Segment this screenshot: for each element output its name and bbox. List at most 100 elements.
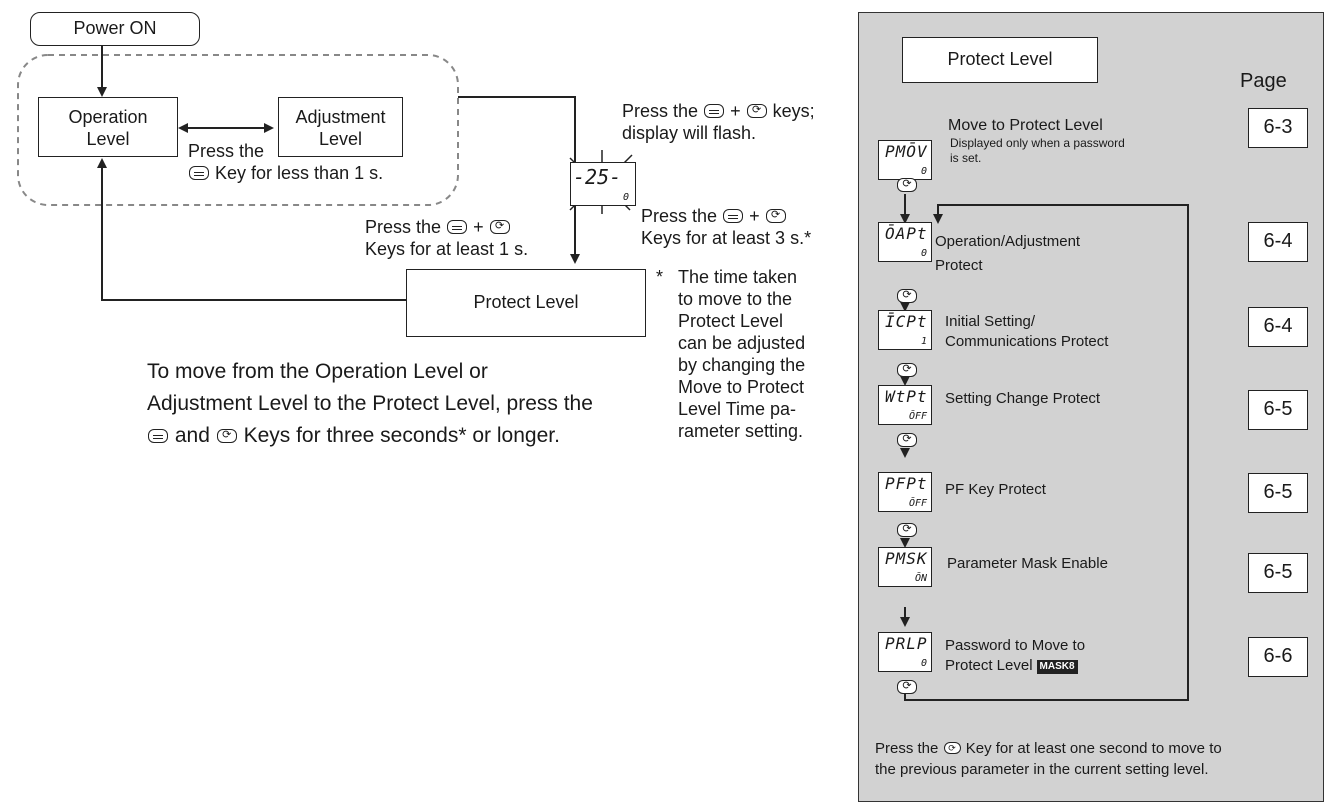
flash-instruction-2: display will flash. xyxy=(622,123,757,143)
press-less-text-2: Key for less than 1 s. xyxy=(188,162,383,184)
cycle-key-icon: ⟳ xyxy=(489,220,510,234)
press-less-line2: Key for less than 1 s. xyxy=(215,163,384,183)
instruction-line-3: and ⟳ Keys for three seconds* or longer. xyxy=(147,420,593,452)
lcd-value: 0 xyxy=(920,166,927,177)
param-label-2: Protect xyxy=(935,257,983,274)
instruction-paragraph: To move from the Operation Level or Adju… xyxy=(147,356,593,452)
flash-text-1: Press the xyxy=(622,101,699,121)
footnote-line: Level Time pa- xyxy=(678,399,797,419)
param-label-2: Communications Protect xyxy=(945,333,1109,350)
lcd-value: ŌFF xyxy=(908,411,927,422)
footnote-line: rameter setting. xyxy=(678,421,804,441)
cycle-key-icon: ⟳ xyxy=(897,289,917,303)
param-sublabel: Displayed only when a password xyxy=(950,136,1125,150)
footnote-line: Protect Level xyxy=(678,311,784,331)
lcd-value: 0 xyxy=(920,248,927,259)
lcd-pmsk: PMSK ŌN xyxy=(878,547,932,587)
adjustment-level-label-1: Adjustment xyxy=(295,107,386,127)
page-ref: 6-5 xyxy=(1248,390,1308,430)
param-label: Setting Change Protect xyxy=(945,390,1101,407)
cycle-key-icon: ⟳ xyxy=(216,429,237,443)
press-1s-text: Press the + ⟳ xyxy=(365,216,511,238)
instruction-tail: Keys for three seconds* or longer. xyxy=(243,424,560,447)
lcd-icpt: ĪCPt 1 xyxy=(878,310,932,350)
param-label-2: Protect Level xyxy=(945,657,1033,674)
instruction-line: To move from the Operation Level or xyxy=(147,360,488,383)
power-on-label: Power ON xyxy=(73,18,157,38)
cycle-key-icon: ⟳ xyxy=(897,178,917,192)
footnote: The time taken to move to the Protect Le… xyxy=(678,266,805,442)
lcd-value: ŌN xyxy=(914,573,927,584)
flashing-display-value: -25- xyxy=(573,165,622,189)
press-less-line1: Press the xyxy=(188,141,265,161)
footnote-line: can be adjusted xyxy=(678,333,806,353)
protect-level-box-label: Protect Level xyxy=(473,292,579,312)
note-text-b: Key for at least one second to move to xyxy=(965,740,1222,757)
lcd-code: PMSK xyxy=(885,549,928,568)
page-ref: 6-5 xyxy=(1248,553,1308,593)
panel-note-1: Press the ⟳ Key for at least one second … xyxy=(875,739,1222,758)
mode-key-icon xyxy=(189,166,209,180)
page-ref: 6-4 xyxy=(1248,307,1308,347)
operation-level-box: Operation Level xyxy=(38,97,178,157)
param-label: Parameter Mask Enable xyxy=(947,555,1108,572)
lcd-value: ŌFF xyxy=(908,498,927,509)
mode-key-icon xyxy=(723,209,744,223)
press-3s-line1: Press the xyxy=(641,206,718,226)
param-label: Password to Move to xyxy=(945,637,1086,654)
protect-level-box: Protect Level xyxy=(406,269,646,337)
lcd-oapt: ŌAPt 0 xyxy=(878,222,932,262)
press-1s-line1: Press the xyxy=(365,217,442,237)
footnote-line: Move to Protect xyxy=(678,377,805,397)
lcd-value: 0 xyxy=(920,658,927,669)
panel-note-2: the previous parameter in the current se… xyxy=(875,761,1209,778)
operation-level-label-2: Level xyxy=(86,129,130,149)
protect-level-panel xyxy=(858,12,1324,802)
instruction-line: Adjustment Level to the Protect Level, p… xyxy=(147,392,593,415)
page-ref: 6-3 xyxy=(1248,108,1308,148)
cycle-key-icon: ⟳ xyxy=(897,433,917,447)
lcd-pfpt: PFPt ŌFF xyxy=(878,472,932,512)
mode-key-icon xyxy=(447,220,468,234)
footnote-line: to move to the xyxy=(678,289,793,309)
instruction-and: and xyxy=(174,424,210,447)
cycle-key-icon: ⟳ xyxy=(765,209,786,223)
mode-key-icon xyxy=(704,104,725,118)
footnote-line: The time taken xyxy=(678,267,798,287)
param-label: Move to Protect Level xyxy=(948,117,1103,134)
cycle-key-icon: ⟳ xyxy=(897,523,917,537)
press-less-text: Press the xyxy=(188,140,264,162)
adjustment-level-box: Adjustment Level xyxy=(278,97,403,157)
page-ref: 6-4 xyxy=(1248,222,1308,262)
cycle-key-icon: ⟳ xyxy=(897,363,917,377)
lcd-code: PRLP xyxy=(885,634,928,653)
operation-level-label-1: Operation xyxy=(68,107,148,127)
flashing-display-sub: 0 xyxy=(622,192,629,203)
press-3s-line2: Keys for at least 3 s.* xyxy=(641,228,812,248)
flashing-display: -25- 0 xyxy=(570,162,636,206)
param-label: Initial Setting/ xyxy=(945,313,1036,330)
lcd-value: 1 xyxy=(920,336,927,347)
param-label: Operation/Adjustment xyxy=(935,233,1081,250)
footnote-line: by changing the xyxy=(678,355,806,375)
lcd-code: ĪCPt xyxy=(885,312,928,331)
lcd-code: ŌAPt xyxy=(885,224,928,243)
lcd-code: PFPt xyxy=(885,474,928,493)
mode-key-icon xyxy=(148,429,168,443)
panel-title: Protect Level xyxy=(947,49,1053,69)
cycle-key-icon: ⟳ xyxy=(746,104,767,118)
adjustment-level-label-2: Level xyxy=(318,129,363,149)
mask-badge: MASK8 xyxy=(1036,660,1078,674)
flash-instruction: Press the + ⟳ keys; xyxy=(622,101,815,121)
flow-lines xyxy=(17,45,633,301)
param-sublabel-2: is set. xyxy=(950,151,982,165)
lcd-wtpt: WtPt ŌFF xyxy=(878,385,932,425)
lcd-code: WtPt xyxy=(885,387,928,406)
power-on-box: Power ON xyxy=(30,12,200,46)
press-3s-text: Press the + ⟳ xyxy=(641,205,787,227)
note-text-a: Press the xyxy=(875,740,939,757)
footnote-asterisk: * xyxy=(656,267,664,287)
flash-text-1b: keys; xyxy=(772,101,815,121)
page-header: Page xyxy=(1240,70,1287,92)
